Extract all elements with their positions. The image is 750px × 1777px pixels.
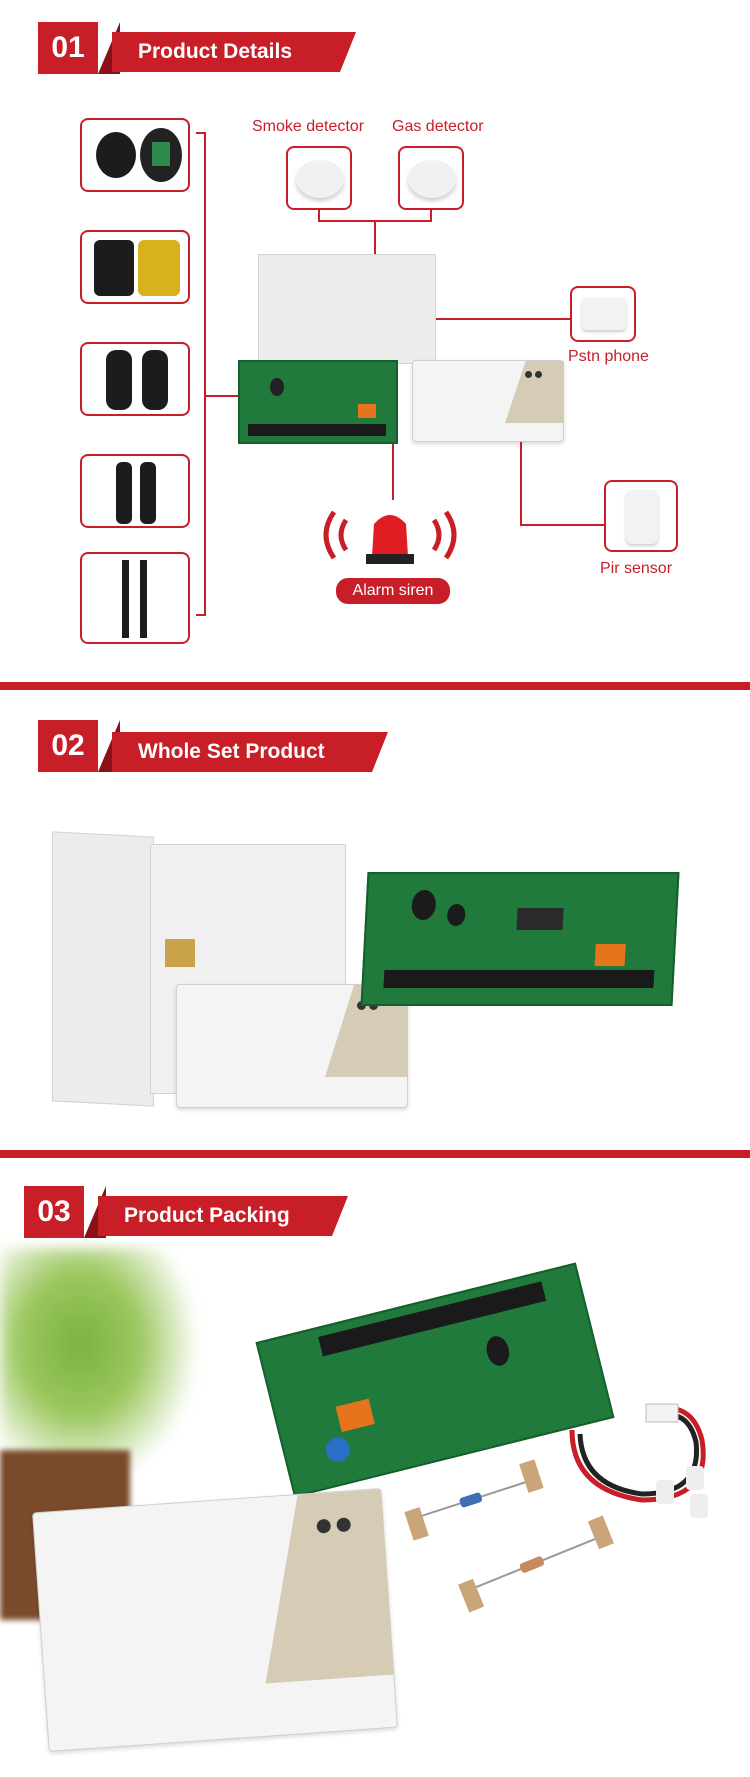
detector-drop <box>374 220 376 254</box>
pstn-phone-label: Pstn phone <box>568 348 649 365</box>
section-number: 03 <box>24 1186 84 1238</box>
control-board-image <box>238 360 398 444</box>
resistors-bottom-image <box>454 1515 617 1613</box>
dome-sensor-image <box>80 118 190 192</box>
plant-background-image <box>0 1248 200 1488</box>
smoke-detector-label: Smoke detector <box>252 118 365 135</box>
control-board-large-image <box>360 872 680 1006</box>
section-number: 02 <box>38 720 98 772</box>
plastic-clips-image <box>650 1460 720 1520</box>
pstn-line <box>436 318 570 320</box>
keypad-front-image <box>176 984 408 1108</box>
section-title: Product Details <box>112 32 356 72</box>
siren-line <box>392 444 394 500</box>
pir-sensor-image <box>604 480 678 552</box>
bracket-line <box>204 132 206 616</box>
smoke-detector-image <box>286 146 352 210</box>
section-divider-1 <box>0 682 750 690</box>
section-divider-2 <box>0 1150 750 1158</box>
battery-cable-image <box>569 1403 706 1503</box>
section-title: Product Packing <box>98 1196 348 1236</box>
pstn-phone-image <box>570 286 636 342</box>
gas-detector-image <box>398 146 464 210</box>
cabinet-door-image <box>52 831 154 1107</box>
resistors-top-image <box>401 1459 547 1541</box>
beam-detector-image <box>80 342 190 416</box>
beam-bars-image <box>80 552 190 644</box>
gas-line <box>430 210 432 222</box>
bracket-bottom <box>196 614 206 616</box>
infrared-barrier-image <box>80 454 190 528</box>
bracket-top <box>196 132 206 134</box>
smoke-line <box>318 210 320 222</box>
packed-keypad-image <box>32 1488 398 1752</box>
gas-detector-label: Gas detector <box>392 118 484 135</box>
section-title: Whole Set Product <box>112 732 388 772</box>
pir-sensor-label: Pir sensor <box>600 560 673 577</box>
pir-line-vertical <box>520 442 522 526</box>
alarm-siren-label: Alarm siren <box>336 578 450 604</box>
metal-cabinet-image <box>258 254 436 364</box>
pir-line-horizontal <box>520 524 604 526</box>
section-number: 01 <box>38 22 98 74</box>
keypad-image <box>412 360 564 442</box>
dual-beam-sensor-image <box>80 230 190 304</box>
alarm-siren-icon <box>323 510 457 564</box>
bracket-connector <box>206 395 238 397</box>
